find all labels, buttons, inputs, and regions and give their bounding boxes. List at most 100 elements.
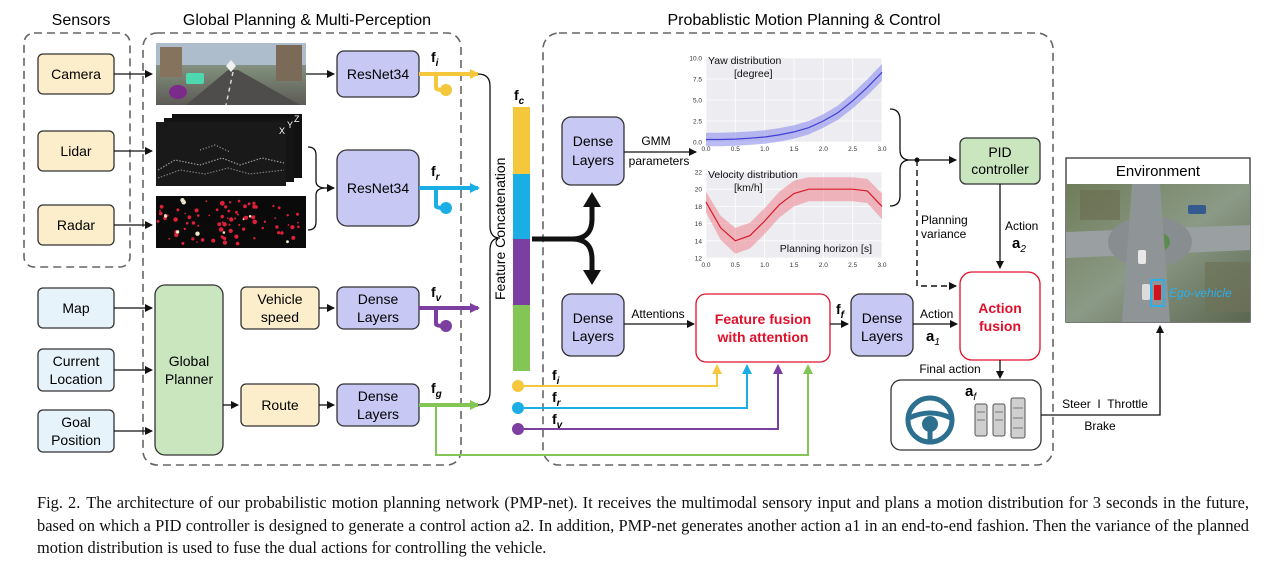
radar-point	[252, 204, 257, 209]
svg-text:Goal: Goal	[61, 414, 91, 430]
pedals-icon	[974, 397, 1026, 439]
radar-point	[228, 201, 232, 204]
radar-point	[215, 208, 219, 212]
steer-throttle-label: Steer I Throttle	[1062, 397, 1148, 411]
radar-point	[237, 199, 241, 203]
svg-text:Planner: Planner	[165, 371, 214, 387]
radar-point	[196, 241, 198, 243]
radar-point	[242, 227, 246, 231]
radar-box: Radar	[37, 204, 115, 246]
feature-label-fv: fv	[431, 284, 443, 304]
action-a1-var: a1	[926, 328, 940, 348]
y-tick-label: 22	[695, 170, 703, 177]
radar-point	[296, 212, 299, 216]
svg-text:Y: Y	[287, 120, 293, 130]
camera-image	[156, 43, 306, 106]
x-tick-label: 1.0	[760, 262, 769, 269]
svg-text:Environment: Environment	[1116, 163, 1201, 180]
radar-point	[286, 214, 289, 217]
pid-controller-box: PID controller	[959, 137, 1041, 185]
resnet34-camera: ResNet34	[336, 50, 420, 98]
architecture-diagram: Sensors Global Planning & Multi-Percepti…	[23, 12, 1251, 466]
figure-caption: Fig. 2.The architecture of our probabili…	[37, 492, 1249, 560]
svg-text:Dense: Dense	[862, 310, 903, 326]
chart-title: Velocity distribution	[708, 169, 798, 181]
caption-label: Fig. 2.	[37, 493, 81, 512]
x-tick-label: 1.5	[789, 262, 798, 269]
radar-point	[261, 226, 264, 230]
svg-text:Action: Action	[978, 300, 1022, 316]
radar-point	[222, 231, 226, 234]
radar-point	[291, 235, 296, 240]
radar-point	[180, 198, 185, 203]
dense-layers-attention: Dense Layers	[561, 293, 625, 357]
action-a2-label: Action	[1005, 219, 1038, 233]
radar-point	[246, 216, 249, 218]
feature-label-fr: fr	[431, 163, 441, 183]
svg-text:Location: Location	[50, 371, 103, 387]
radar-image	[156, 196, 306, 248]
y-tick-label: 2.5	[693, 119, 702, 126]
x-tick-label: 0.0	[701, 262, 710, 269]
y-tick-label: 5.0	[693, 98, 702, 105]
svg-text:ff: ff	[836, 301, 846, 321]
dense-layers-gmm: Dense Layers	[561, 116, 625, 186]
radar-point	[277, 206, 281, 210]
svg-text:controller: controller	[971, 161, 1029, 177]
radar-point	[235, 241, 240, 246]
parameters-label: parameters	[629, 154, 690, 168]
x-tick-label: 3.0	[877, 262, 886, 269]
global-planning-group	[142, 32, 462, 466]
radar-point	[164, 214, 167, 217]
mean-line	[706, 71, 883, 141]
x-tick-label: 2.0	[819, 262, 828, 269]
svg-text:Global: Global	[169, 353, 209, 369]
gmm-label: GMM	[641, 134, 670, 148]
radar-point	[252, 219, 257, 225]
attentions-label: Attentions	[631, 307, 684, 321]
y-tick-label: 12	[695, 256, 703, 263]
svg-text:ResNet34: ResNet34	[347, 66, 409, 82]
x-tick-label: 1.0	[760, 146, 769, 153]
svg-text:PID: PID	[988, 144, 1011, 160]
svg-text:Layers: Layers	[572, 328, 614, 344]
svg-text:Lidar: Lidar	[60, 143, 91, 159]
svg-text:fi: fi	[431, 49, 439, 69]
radar-point	[191, 221, 196, 225]
svg-text:Z: Z	[294, 114, 300, 124]
chart-ylabel: [km/h]	[734, 182, 763, 194]
planning-variance-label-2: variance	[921, 227, 967, 241]
svg-text:Feature fusion: Feature fusion	[715, 311, 811, 327]
dense-layers-speed: Dense Layers	[336, 286, 420, 330]
goal-position-box: Goal Position	[37, 409, 115, 453]
radar-point	[228, 223, 231, 226]
radar-point	[173, 217, 178, 222]
radar-point	[187, 215, 192, 220]
radar-point	[297, 225, 300, 229]
sensors-group	[23, 32, 131, 268]
feature-label-ff: ff	[836, 301, 846, 321]
dense-layers-action: Dense Layers	[850, 293, 914, 357]
radar-point	[220, 214, 224, 219]
current-location-box: Current Location	[37, 348, 115, 392]
radar-point	[211, 238, 216, 243]
radar-point	[263, 220, 267, 223]
concatenated-feature-bar	[513, 107, 530, 371]
chart-xlabel: Planning horizon [s]	[780, 243, 872, 255]
svg-text:Layers: Layers	[861, 328, 903, 344]
radar-point	[229, 217, 234, 222]
environment-panel: Environment Ego-vehicle	[1065, 157, 1251, 323]
svg-text:Map: Map	[62, 300, 89, 316]
svg-text:Current: Current	[53, 353, 100, 369]
radar-point	[194, 208, 199, 213]
feature-label-fr-bottom: fr	[552, 389, 562, 409]
feature-label-fv-bottom: fv	[552, 411, 564, 431]
radar-point	[197, 224, 200, 227]
action-a1-label: Action	[920, 307, 953, 321]
x-tick-label: 0.5	[731, 262, 740, 269]
radar-point	[175, 230, 180, 234]
radar-point	[222, 240, 228, 245]
svg-text:fusion: fusion	[979, 318, 1021, 334]
radar-point	[217, 222, 222, 227]
